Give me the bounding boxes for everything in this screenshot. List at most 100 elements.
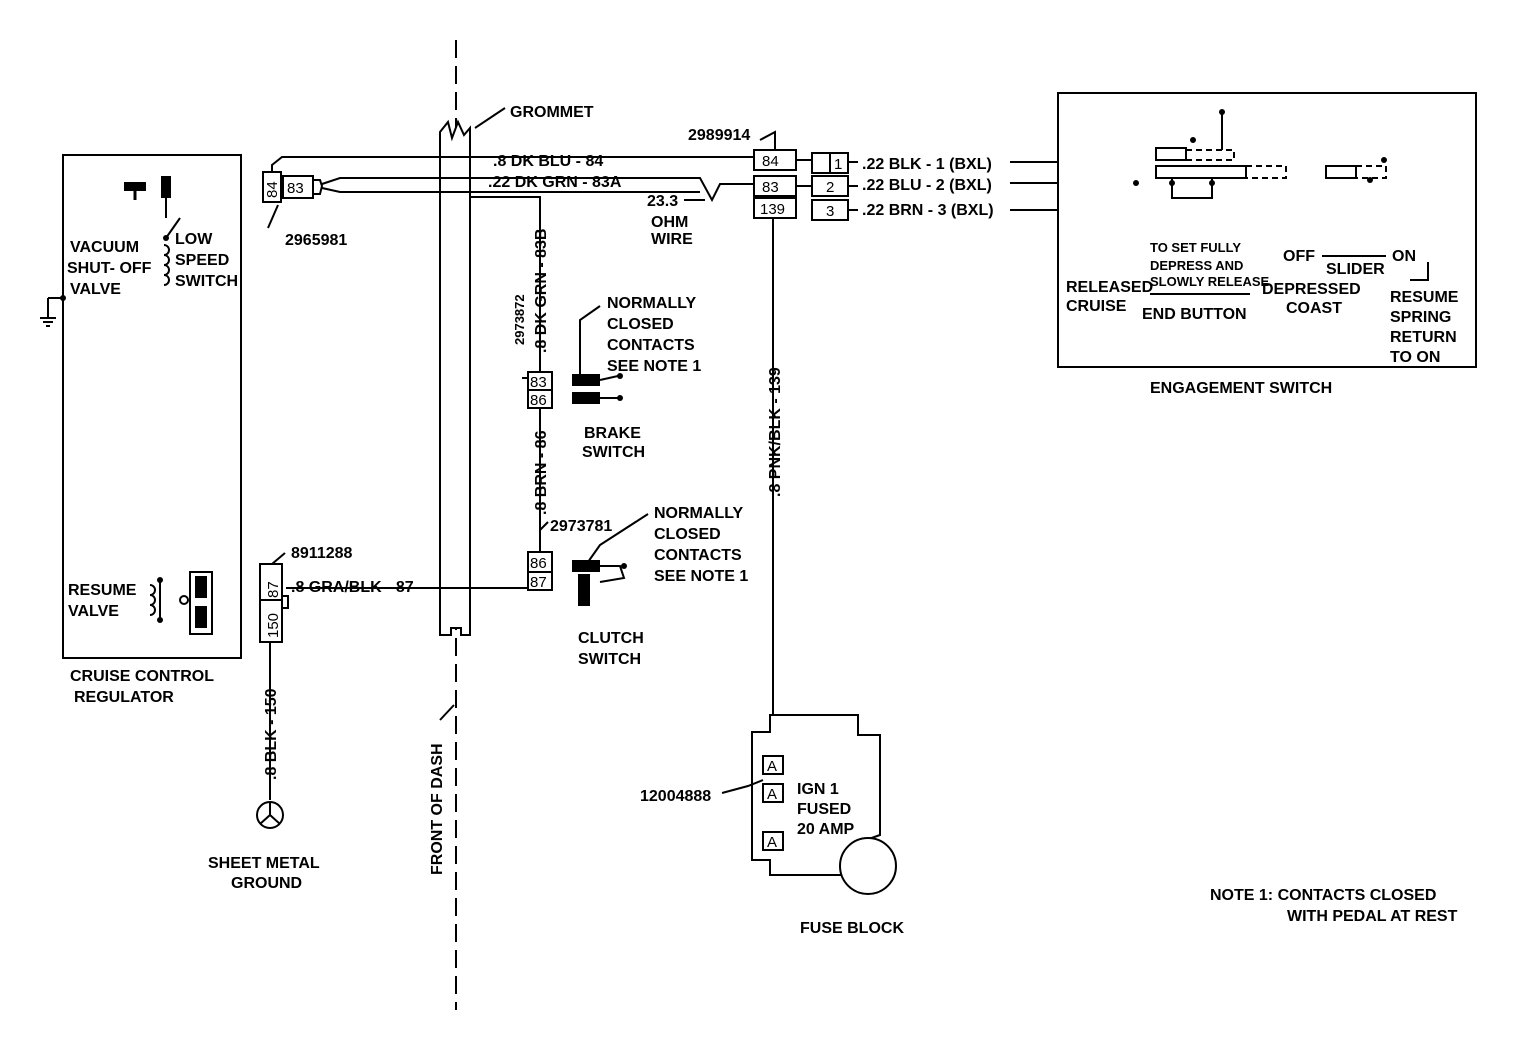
regulator-connector-83	[282, 175, 314, 199]
to-set-label-2: DEPRESS AND	[1150, 258, 1243, 273]
on-label: ON	[1392, 248, 1416, 265]
front-of-dash-label: FRONT OF DASH	[429, 743, 446, 875]
low-speed-label-1: LOW	[175, 231, 213, 248]
clutch-note-leader	[587, 513, 649, 563]
clutch-label-2: SWITCH	[578, 651, 641, 668]
ohm-label-1: 23.3	[647, 193, 678, 210]
nc2-label-4: SEE NOTE 1	[654, 568, 748, 585]
resume-spring-label-2: SPRING	[1390, 309, 1451, 326]
wire-bxl1-label: .22 BLK - 1 (BXL)	[862, 156, 992, 173]
svg-text:83: 83	[530, 374, 547, 391]
front-of-dash-leader	[439, 704, 455, 721]
end-button-label: END BUTTON	[1142, 306, 1247, 323]
note-1-line-1: NOTE 1: CONTACTS CLOSED	[1210, 887, 1436, 904]
wire-bxl3-label: .22 BRN - 3 (BXL)	[862, 202, 994, 219]
wire-87-label: .8 GRA/BLK - 87	[291, 579, 414, 596]
wire-83a-label: .22 DK GRN - 83A	[488, 174, 622, 191]
pin-83: 83	[287, 180, 304, 197]
regulator-label-1: CRUISE CONTROL	[70, 668, 214, 685]
wire-84-label: .8 DK BLU - 84	[493, 153, 603, 170]
svg-text:1: 1	[834, 156, 842, 173]
nc1-label-1: NORMALLY	[607, 295, 697, 312]
ign-label-1: IGN 1	[797, 781, 839, 798]
released-label-2: CRUISE	[1066, 298, 1127, 315]
wire-bxl2-label: .22 BLU - 2 (BXL)	[862, 177, 992, 194]
depressed-label-2: COAST	[1286, 300, 1342, 317]
svg-text:A: A	[767, 758, 777, 775]
grommet-leader	[474, 107, 506, 129]
ign-label-2: FUSED	[797, 801, 851, 818]
part-2989914: 2989914	[688, 127, 750, 144]
low-speed-label-3: SWITCH	[175, 273, 238, 290]
part-8911288: 8911288	[291, 545, 353, 562]
resume-valve-label-1: RESUME	[68, 582, 137, 599]
released-label-1: RELEASED	[1066, 279, 1153, 296]
vacuum-label-2: SHUT- OFF	[67, 260, 152, 277]
dash-connector-139	[753, 197, 797, 219]
svg-text:A: A	[767, 834, 777, 851]
svg-text:86: 86	[530, 555, 547, 572]
svg-text:86: 86	[530, 392, 547, 409]
vacuum-valve-coil	[163, 244, 170, 286]
depressed-label-1: DEPRESSED	[1262, 281, 1361, 298]
clutch-connector-87	[527, 571, 553, 591]
pin-87: 87	[265, 581, 282, 598]
svg-text:83: 83	[762, 179, 779, 196]
dash-panel	[439, 119, 471, 636]
resume-spring-label-3: RETURN	[1390, 329, 1457, 346]
pin-150: 150	[265, 613, 282, 638]
wire-84	[271, 156, 760, 172]
wire-86-label: .8 BRN - 86	[533, 430, 550, 515]
pin-84: 84	[264, 181, 281, 198]
nc1-label-3: CONTACTS	[607, 337, 695, 354]
brake-note-leader	[579, 305, 601, 374]
clutch-contact-upper	[572, 560, 600, 572]
nc1-label-2: CLOSED	[607, 316, 674, 333]
nc2-label-3: CONTACTS	[654, 547, 742, 564]
svg-text:2: 2	[826, 179, 834, 196]
part-2973872: 2973872	[512, 294, 527, 345]
part-2973781: 2973781	[550, 518, 612, 535]
vacuum-label-3: VALVE	[70, 281, 121, 298]
engagement-switch	[1057, 92, 1477, 368]
to-set-label-3: SLOWLY RELEASE	[1150, 274, 1270, 289]
fuse-block-label: FUSE BLOCK	[800, 920, 904, 937]
note-1-line-2: WITH PEDAL AT REST	[1287, 908, 1458, 925]
nc2-label-1: NORMALLY	[654, 505, 744, 522]
clutch-contact-lower	[578, 574, 590, 606]
svg-text:3: 3	[826, 203, 834, 220]
wire-150-label: .8 BLK - 150	[263, 688, 280, 780]
part-2965981: 2965981	[285, 232, 347, 249]
clutch-label-1: CLUTCH	[578, 630, 644, 647]
svg-text:84: 84	[762, 153, 779, 170]
low-speed-switch-arm	[165, 217, 181, 239]
vacuum-label-1: VACUUM	[70, 239, 139, 256]
resume-valve-label-2: VALVE	[68, 603, 119, 620]
ohm-label-2: OHM	[651, 214, 688, 231]
engagement-switch-label: ENGAGEMENT SWITCH	[1150, 380, 1332, 397]
sheet-metal-label-1: SHEET METAL	[208, 855, 320, 872]
regulator-label-2: REGULATOR	[74, 689, 174, 706]
svg-text:A: A	[767, 786, 777, 803]
wire-83a	[321, 177, 760, 203]
brake-label-2: SWITCH	[582, 444, 645, 461]
part-12004888: 12004888	[640, 788, 711, 805]
svg-text:139: 139	[760, 201, 785, 218]
slider-label: SLIDER	[1326, 261, 1385, 278]
grommet-label: GROMMET	[510, 104, 594, 121]
wire-83b-label: .8 DK GRN - 83B	[533, 229, 550, 353]
nc1-label-4: SEE NOTE 1	[607, 358, 701, 375]
off-label: OFF	[1283, 248, 1315, 265]
ign-label-3: 20 AMP	[797, 821, 855, 838]
wire-83b	[470, 196, 541, 372]
to-set-label-1: TO SET FULLY	[1150, 240, 1241, 255]
brake-label-1: BRAKE	[584, 425, 641, 442]
brake-contact-upper	[572, 374, 600, 386]
vacuum-valve-plunger	[124, 182, 146, 191]
low-speed-label-2: SPEED	[175, 252, 229, 269]
sheet-metal-label-2: GROUND	[231, 875, 302, 892]
wire-139-label: .8 PNK/BLK - 139	[767, 367, 784, 497]
ohm-label-3: WIRE	[651, 231, 693, 248]
resume-spring-label-1: RESUME	[1390, 289, 1459, 306]
brake-contact-lower	[572, 392, 600, 404]
